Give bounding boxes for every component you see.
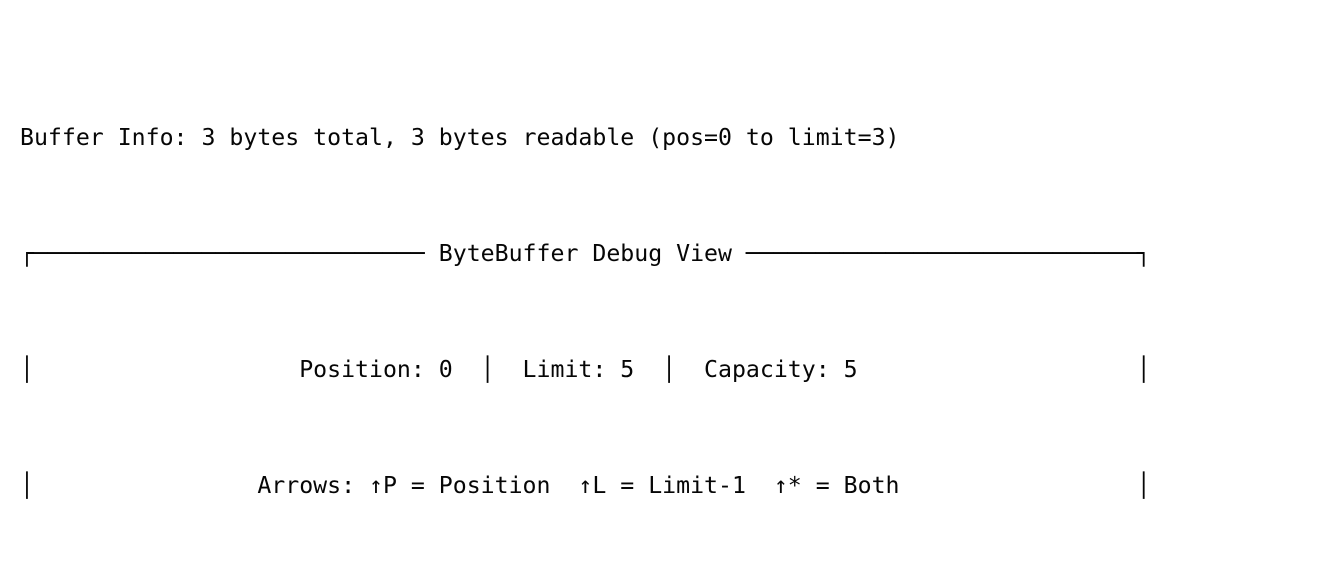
debug-view-status-line: │ Position: 0 │ Limit: 5 │ Capacity: 5 │ xyxy=(20,356,1151,384)
debug-view-top-border: ┌──────────────────────────── ByteBuffer… xyxy=(20,240,1151,268)
buffer-info-line-1: Buffer Info: 3 bytes total, 3 bytes read… xyxy=(20,124,900,151)
debug-view-arrow-legend: │ Arrows: ↑P = Position ↑L = Limit-1 ↑* … xyxy=(20,472,1151,500)
